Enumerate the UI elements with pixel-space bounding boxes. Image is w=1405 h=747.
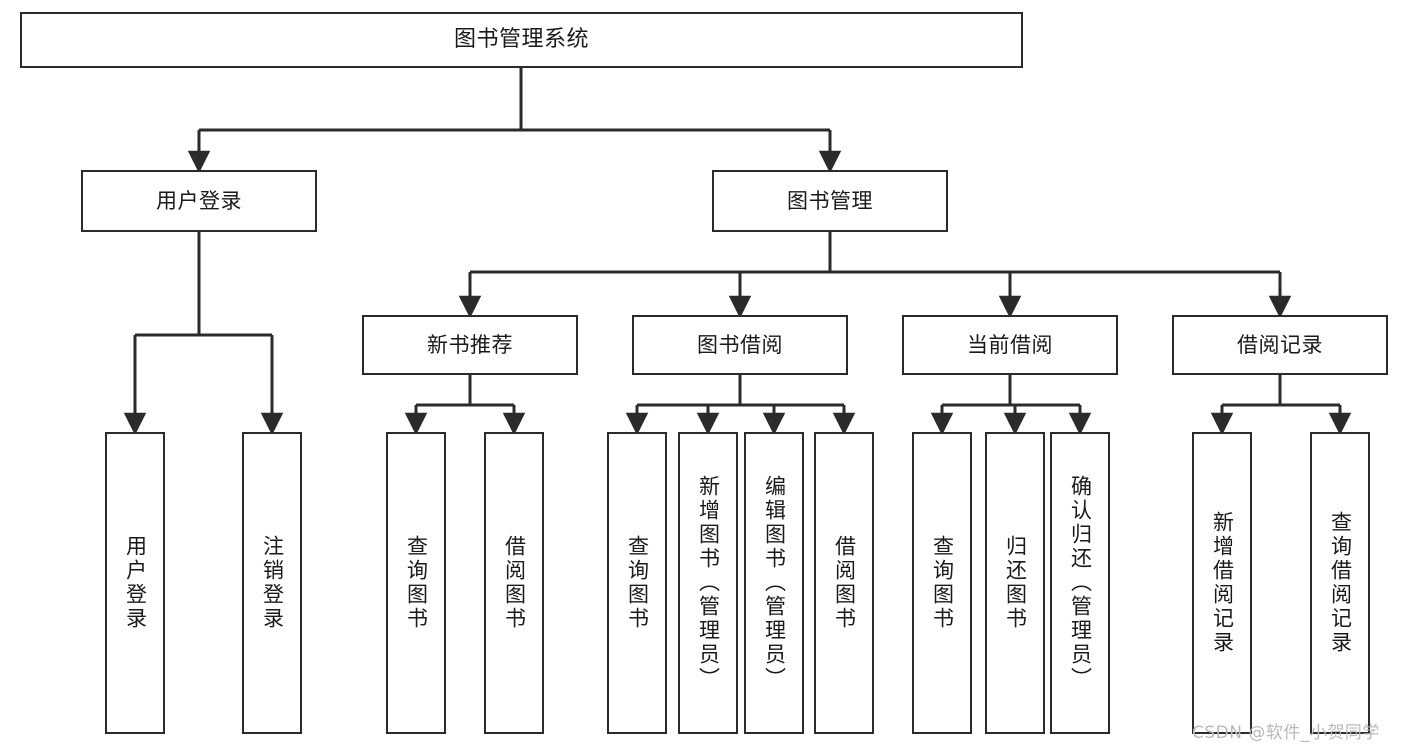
leaf-query-book-3-label: 查询图书 (930, 535, 955, 631)
leaf-edit-book-admin[interactable]: 编辑图书（管理员） (744, 432, 804, 734)
leaf-user-logout-label: 注销登录 (260, 535, 285, 631)
node-borrow-record[interactable]: 借阅记录 (1172, 315, 1388, 375)
leaf-query-book-2-label: 查询图书 (625, 535, 650, 631)
node-current-borrow-label: 当前借阅 (967, 332, 1053, 357)
leaf-add-book-admin-label: 新增图书（管理员） (696, 475, 721, 691)
leaf-edit-book-admin-label: 编辑图书（管理员） (762, 475, 787, 691)
node-new-book-recommend[interactable]: 新书推荐 (362, 315, 578, 375)
leaf-user-logout[interactable]: 注销登录 (242, 432, 302, 734)
leaf-query-borrow-record[interactable]: 查询借阅记录 (1310, 432, 1370, 734)
leaf-confirm-return-admin[interactable]: 确认归还（管理员） (1050, 432, 1110, 734)
leaf-add-book-admin[interactable]: 新增图书（管理员） (678, 432, 738, 734)
leaf-return-book-label: 归还图书 (1003, 535, 1028, 631)
leaf-user-login[interactable]: 用户登录 (105, 432, 165, 734)
leaf-confirm-return-admin-label: 确认归还（管理员） (1068, 475, 1093, 691)
leaf-add-borrow-record-label: 新增借阅记录 (1210, 511, 1235, 655)
node-root[interactable]: 图书管理系统 (20, 12, 1023, 68)
node-user-login-label: 用户登录 (156, 188, 242, 213)
csdn-watermark: CSDN @软件_小贺同学 (1192, 723, 1380, 743)
node-root-label: 图书管理系统 (453, 27, 589, 53)
node-user-login[interactable]: 用户登录 (81, 170, 317, 232)
leaf-query-borrow-record-label: 查询借阅记录 (1328, 511, 1353, 655)
node-new-book-recommend-label: 新书推荐 (427, 332, 513, 357)
node-book-borrow-label: 图书借阅 (697, 332, 783, 357)
node-borrow-record-label: 借阅记录 (1237, 332, 1323, 357)
leaf-query-book-1-label: 查询图书 (404, 535, 429, 631)
leaf-query-book-3[interactable]: 查询图书 (912, 432, 972, 734)
leaf-borrow-book-1-label: 借阅图书 (502, 535, 527, 631)
leaf-user-login-label: 用户登录 (123, 535, 148, 631)
leaf-query-book-1[interactable]: 查询图书 (386, 432, 446, 734)
node-book-borrow[interactable]: 图书借阅 (632, 315, 848, 375)
leaf-borrow-book-1[interactable]: 借阅图书 (484, 432, 544, 734)
leaf-add-borrow-record[interactable]: 新增借阅记录 (1192, 432, 1252, 734)
node-book-manage[interactable]: 图书管理 (712, 170, 948, 232)
leaf-borrow-book-2[interactable]: 借阅图书 (814, 432, 874, 734)
leaf-query-book-2[interactable]: 查询图书 (607, 432, 667, 734)
leaf-return-book[interactable]: 归还图书 (985, 432, 1045, 734)
leaf-borrow-book-2-label: 借阅图书 (832, 535, 857, 631)
node-current-borrow[interactable]: 当前借阅 (902, 315, 1118, 375)
node-book-manage-label: 图书管理 (787, 188, 873, 213)
